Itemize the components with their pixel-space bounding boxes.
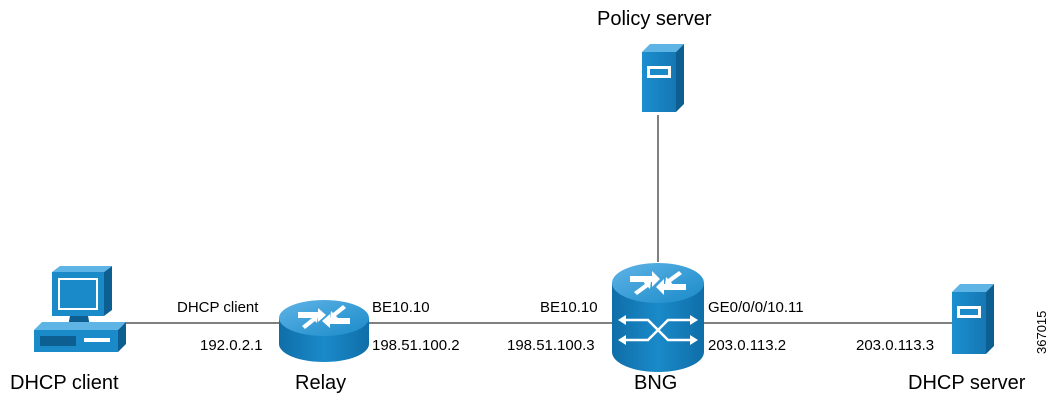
relay-uplink-if-label: BE10.10 — [372, 299, 430, 316]
dhcp-server-label: DHCP server — [908, 372, 1026, 394]
relay-uplink-ip-label: 198.51.100.2 — [372, 337, 460, 354]
bng-uplink-if-label: GE0/0/0/10.11 — [708, 299, 804, 316]
bng-router-icon — [612, 263, 704, 372]
bng-uplink-ip-label: 203.0.113.2 — [708, 337, 786, 354]
bng-downlink-ip-label: 198.51.100.3 — [507, 337, 595, 354]
relay-client-ip-label: 192.0.2.1 — [200, 337, 263, 354]
dhcp-client-label: DHCP client — [10, 372, 119, 394]
server-icon — [642, 44, 684, 112]
client-side-if-label: DHCP client — [177, 299, 259, 316]
bng-label: BNG — [634, 372, 677, 394]
dhcp-server-ip-label: 203.0.113.3 — [856, 337, 934, 354]
computer-icon — [34, 266, 126, 352]
relay-label: Relay — [295, 372, 346, 394]
bng-downlink-if-label: BE10.10 — [540, 299, 598, 316]
figure-id: 367015 — [1034, 311, 1049, 354]
router-icon — [279, 300, 369, 362]
policy-server-label: Policy server — [597, 8, 712, 30]
server-icon — [952, 284, 994, 354]
